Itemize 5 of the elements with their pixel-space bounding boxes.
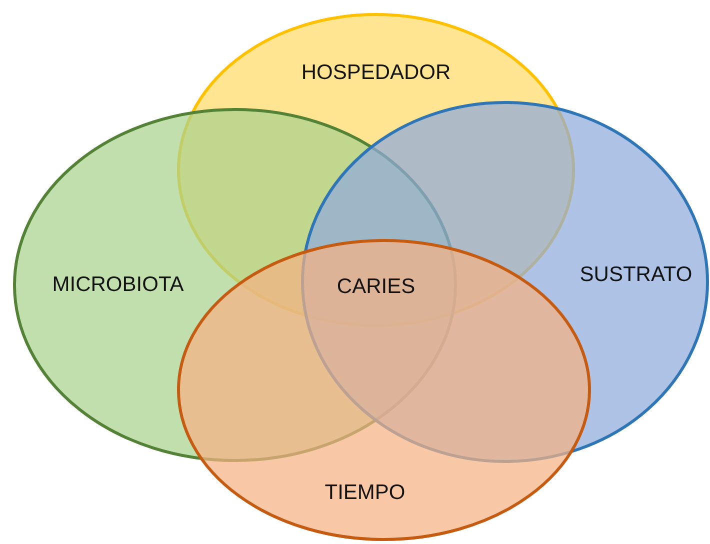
center-label: CARIES (336, 275, 416, 299)
set-label: HOSPEDADOR (301, 61, 451, 85)
set-label: MICROBIOTA (52, 273, 184, 297)
set-label: SUSTRATO (580, 263, 692, 287)
set-label: TIEMPO (324, 481, 406, 505)
